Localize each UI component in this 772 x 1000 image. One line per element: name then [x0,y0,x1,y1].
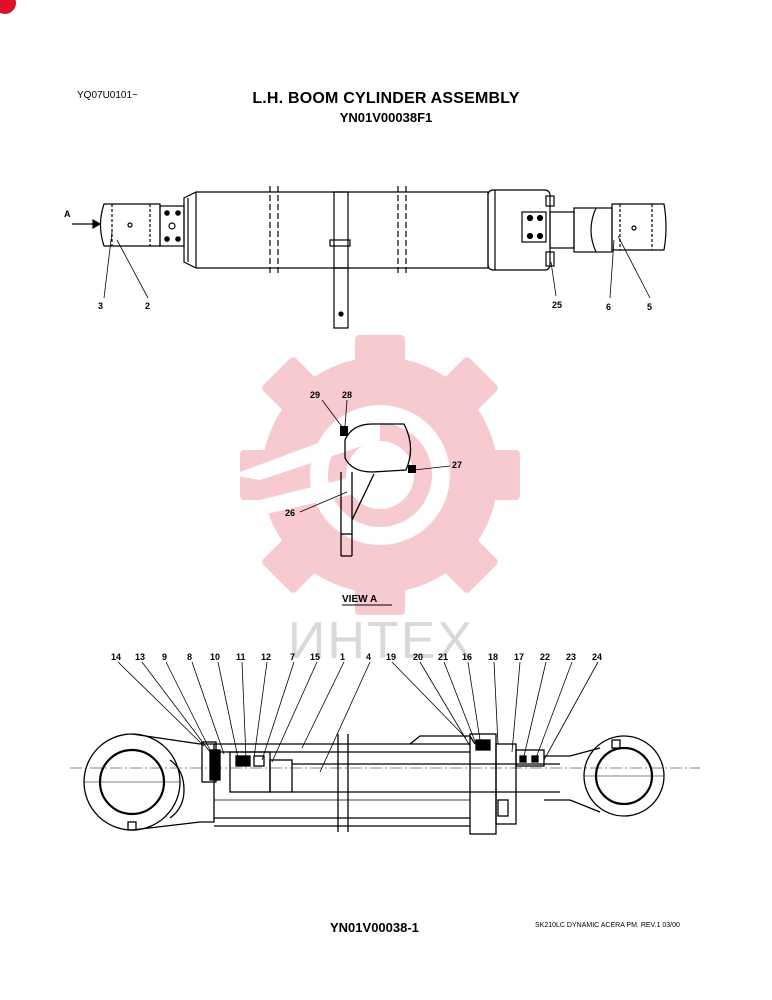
callout-19: 19 [386,652,396,662]
drawing-id: YN01V00038-1 [330,920,419,935]
callout-25: 25 [552,300,562,310]
page-title: L.H. BOOM CYLINDER ASSEMBLY [252,90,520,107]
callout-9: 9 [162,652,167,662]
callout-14: 14 [111,652,121,662]
callout-21: 21 [438,652,448,662]
callout-4: 4 [366,652,371,662]
callout-17: 17 [514,652,524,662]
callout-26: 26 [285,508,295,518]
callout-1: 1 [340,652,345,662]
callout-8: 8 [187,652,192,662]
section-view-labels: 14 13 9 8 10 11 12 7 15 1 4 19 20 21 16 … [111,652,602,662]
model-info: SK210LC DYNAMIC ACERA PM. REV.1 03/00 [535,922,680,929]
arrow-a-label: A [64,209,71,219]
callout-15: 15 [310,652,320,662]
corner-marker [0,0,16,14]
callout-16: 16 [462,652,472,662]
section-view [70,661,700,835]
top-view-labels: A 3 2 25 6 5 [64,209,652,312]
callout-13: 13 [135,652,145,662]
callout-12: 12 [261,652,271,662]
watermark-text: ИНТЕХ [288,612,474,670]
callout-7: 7 [290,652,295,662]
callout-23: 23 [566,652,576,662]
callout-18: 18 [488,652,498,662]
callout-29: 29 [310,390,320,400]
doc-code: YQ07U0101~ [77,90,138,101]
view-a-labels: 29 28 27 26 VIEW A [285,390,462,605]
top-view [72,186,667,329]
callout-2: 2 [145,301,150,311]
page-subtitle: YN01V00038F1 [339,110,433,125]
callout-5: 5 [647,302,652,312]
view-a [299,399,451,606]
callout-27: 27 [452,460,462,470]
callout-22: 22 [540,652,550,662]
callout-20: 20 [413,652,423,662]
callout-10: 10 [210,652,220,662]
callout-11: 11 [236,652,246,662]
gear-logo [232,335,520,615]
callout-24: 24 [592,652,602,662]
view-a-caption: VIEW A [342,594,377,605]
callout-28: 28 [342,390,352,400]
callout-6: 6 [606,302,611,312]
callout-3: 3 [98,301,103,311]
